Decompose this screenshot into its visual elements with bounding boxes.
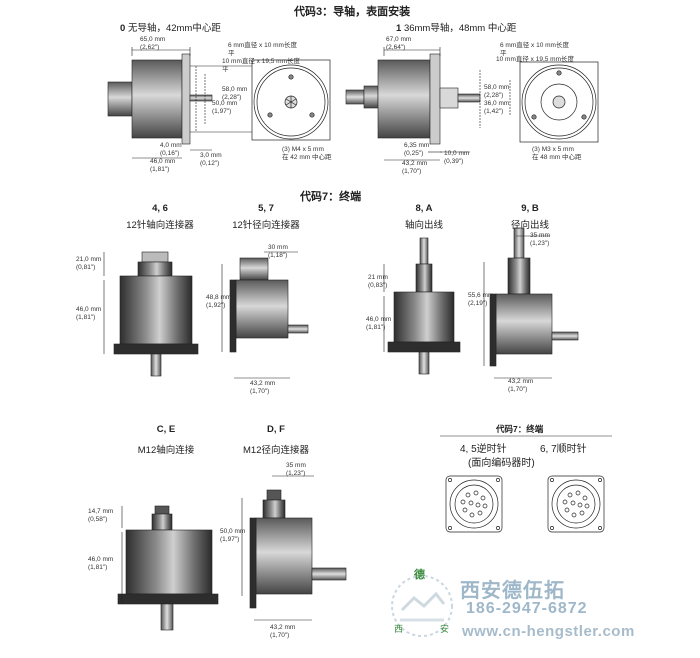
face1-side-view xyxy=(345,47,511,161)
pinout-title: 代码7：终端 xyxy=(496,424,544,434)
termDF-code: D, F xyxy=(267,424,285,435)
watermark-logo-left: 西 xyxy=(394,624,404,634)
term8A-dim-21: 21 mm(0,83") xyxy=(368,274,388,289)
option1-text: 36mm导轴，48mm 中心距 xyxy=(403,23,517,34)
face1-dim-width: 67,0 mm(2,64") xyxy=(386,36,412,51)
pinout-right-label: 6, 7顺时针 xyxy=(540,444,587,455)
watermark-phone: 186-2947-6872 xyxy=(466,600,588,617)
term9B-desc: 径向出线 xyxy=(510,220,549,231)
option0-label: 0 无导轴，42mm中心距 xyxy=(120,20,221,34)
term46-drawing xyxy=(103,251,199,377)
option0-text: 无导轴，42mm中心距 xyxy=(127,23,221,34)
face0-side-view xyxy=(107,47,260,159)
option1-label: 1 36mm导轴，48mm 中心距 xyxy=(396,20,516,34)
term9B-code: 9, B xyxy=(521,203,539,214)
face1-dim-635: 6,35 mm(0,25") xyxy=(404,142,430,157)
term9B-dim-432: 43,2 mm(1,70") xyxy=(508,378,534,393)
termDF-dim-432: 43,2 mm(1,70") xyxy=(270,624,296,639)
term57-desc: 12针径向连接器 xyxy=(232,220,300,231)
pinout-note: (面向编码器时) xyxy=(468,458,535,469)
watermark-logo xyxy=(391,575,453,637)
pinout-left-connector xyxy=(445,475,503,533)
termCE-desc: M12轴向连接 xyxy=(137,445,195,456)
face1-dim-432: 43,2 mm(1,70") xyxy=(402,160,428,175)
option0-number: 0 xyxy=(120,23,126,34)
termCE-drawing xyxy=(117,505,219,631)
term9B-dim-35: 35 mm(1,23") xyxy=(530,232,550,247)
watermark-company: 西安德伍拓 xyxy=(460,580,565,602)
term46-desc: 12针轴向连接器 xyxy=(126,220,194,231)
face0-dim-screw-a: 6 mm直径 x 10 mm长度平 xyxy=(228,42,297,57)
term9B-drawing xyxy=(483,227,579,379)
face0-dim-width: 65,0 mm(2,62") xyxy=(140,36,166,51)
face1-dim-58: 58,0 mm(2,28") xyxy=(484,84,510,99)
term57-dim-432: 43,2 mm(1,70") xyxy=(250,380,276,395)
watermark-logo-right: 安 xyxy=(440,624,450,634)
face1-front-view xyxy=(519,61,599,143)
term9B-dim-556: 55,6 mm(2,19") xyxy=(468,292,494,307)
code3-title: 代码3：导轴，表面安装 xyxy=(294,6,411,18)
face1-dim-36: 36,0 mm(1,42") xyxy=(484,100,510,115)
term46-dim-46: 46,0 mm(1,81") xyxy=(76,306,102,321)
face1-dim-screw-b: 10 mm直径 x 19,5 mm长度 xyxy=(496,56,575,63)
watermark-url: www.cn-hengstler.com xyxy=(462,623,635,640)
term57-dim-488: 48,8 mm(1,92") xyxy=(206,294,232,309)
face1-dim-screw-a: 6 mm直径 x 10 mm长度平 xyxy=(500,42,569,57)
pinout-right-connector xyxy=(547,475,605,533)
termDF-drawing xyxy=(241,475,347,621)
face0-dim-4: 4,0 mm(0,16") xyxy=(160,142,182,157)
term8A-desc: 轴向出线 xyxy=(404,220,443,231)
face0-dim-3: 3,0 mm(0,12") xyxy=(200,152,222,167)
termDF-desc: M12径向连接器 xyxy=(243,445,309,456)
option1-number: 1 xyxy=(396,23,402,34)
termCE-code: C, E xyxy=(156,424,176,435)
face0-dim-50: 50,0 mm(1,97") xyxy=(212,100,238,115)
face1-dim-10: 10,0 mm(0,39") xyxy=(444,150,470,165)
termCE-dim-46: 46,0 mm(1,81") xyxy=(88,556,114,571)
term57-drawing xyxy=(221,251,309,379)
face0-front-view xyxy=(251,59,331,141)
termDF-dim-50: 50,0 mm(1,97") xyxy=(220,528,246,543)
term46-dim-21: 21,0 mm(0,81") xyxy=(76,256,102,271)
termCE-dim-147: 14,7 mm(0,58") xyxy=(88,508,114,523)
term8A-dim-46: 46,0 mm(1,81") xyxy=(366,316,392,331)
face0-dim-screw-b: 10 mm直径 x 19,5 mm长度平 xyxy=(222,58,301,73)
watermark-logo-top: 德 xyxy=(414,569,425,581)
face0-dim-46: 46,0 mm(1,81") xyxy=(150,158,176,173)
code7-title: 代码7：终端 xyxy=(300,191,362,203)
face0-dim-58: 58,0 mm(2,28") xyxy=(222,86,248,101)
term8A-code: 8, A xyxy=(415,203,433,214)
term8A-drawing xyxy=(383,237,461,375)
term46-code: 4, 6 xyxy=(152,203,168,214)
pinout-left-label: 4, 5逆时针 xyxy=(460,444,507,455)
term57-dim-30: 30 mm(1,18") xyxy=(268,244,288,259)
termDF-dim-35: 35 mm(1,23") xyxy=(286,462,306,477)
term57-code: 5, 7 xyxy=(258,203,274,214)
